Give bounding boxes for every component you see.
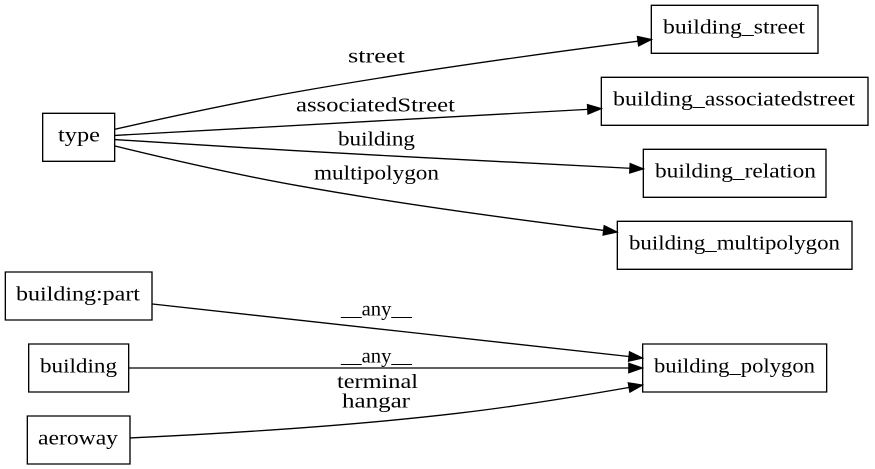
svg-text:aeroway: aeroway <box>38 428 118 450</box>
svg-text:building_polygon: building_polygon <box>654 356 815 378</box>
svg-text:building_associatedstreet: building_associatedstreet <box>613 88 856 110</box>
svg-text:associatedStreet: associatedStreet <box>296 94 456 116</box>
svg-text:building: building <box>40 356 117 378</box>
svg-text:building:part: building:part <box>16 284 141 306</box>
svg-text:building_street: building_street <box>663 16 806 38</box>
svg-text:type: type <box>58 124 100 146</box>
svg-text:hangar: hangar <box>342 390 410 412</box>
svg-text:__any__: __any__ <box>340 346 413 368</box>
svg-text:building: building <box>338 128 415 150</box>
svg-text:building_relation: building_relation <box>655 160 816 182</box>
svg-text:terminal: terminal <box>337 371 419 393</box>
svg-text:street: street <box>348 46 406 68</box>
svg-text:multipolygon: multipolygon <box>314 162 439 184</box>
svg-text:building_multipolygon: building_multipolygon <box>629 232 840 254</box>
svg-text:__any__: __any__ <box>340 298 413 320</box>
